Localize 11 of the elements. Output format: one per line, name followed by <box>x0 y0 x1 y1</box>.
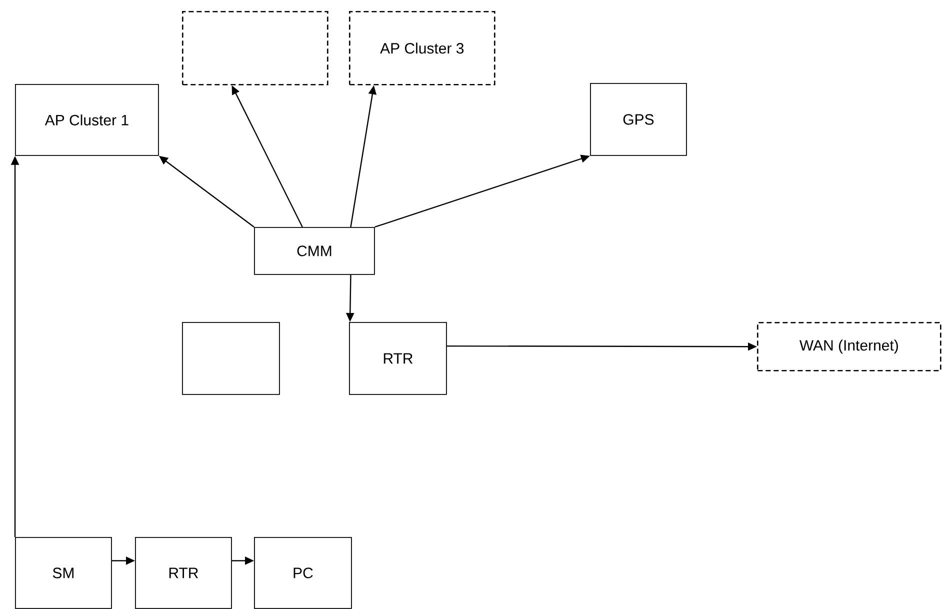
box-node: SM <box>15 536 112 609</box>
box-node: AP Cluster 1 <box>15 84 159 156</box>
box-node: GPS <box>590 82 687 156</box>
box-node: AP Cluster 3 <box>349 10 496 86</box>
box-node: WAN (Internet) <box>757 322 942 372</box>
empty-box <box>182 322 280 395</box>
box-node: RTR <box>135 536 232 609</box>
box-node: PC <box>254 536 352 609</box>
box-node: CMM <box>254 226 375 275</box>
box-node: RTR <box>349 322 447 395</box>
empty-box <box>182 10 328 86</box>
